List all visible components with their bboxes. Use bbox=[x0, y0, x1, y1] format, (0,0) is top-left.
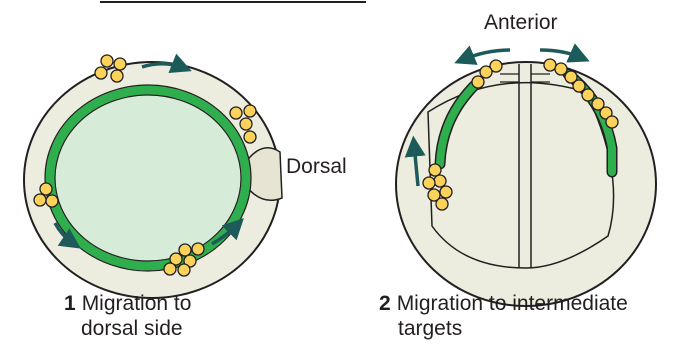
yellow-circle-cell-icon bbox=[582, 89, 594, 101]
panel-1-step-number: 1 bbox=[64, 292, 76, 315]
yellow-circle-cell-icon bbox=[423, 177, 435, 189]
yellow-circle-cell-icon bbox=[101, 55, 113, 67]
yellow-circle-cell-icon bbox=[244, 105, 256, 117]
panel-1-caption-text1: Migration to bbox=[82, 292, 192, 315]
panel-2-caption-line1: 2 Migration to intermediate bbox=[379, 291, 628, 316]
yellow-circle-cell-icon bbox=[436, 198, 448, 210]
yellow-circle-cell-icon bbox=[178, 264, 190, 276]
yellow-circle-cell-icon bbox=[95, 67, 107, 79]
yellow-circle-cell-icon bbox=[606, 116, 618, 128]
migration-arrow-icon bbox=[462, 50, 510, 60]
panel-1-caption-text2: dorsal side bbox=[64, 316, 191, 341]
label-anterior: Anterior bbox=[484, 10, 558, 35]
panel-1-caption-line1: 1 Migration to bbox=[64, 291, 191, 316]
yellow-circle-cell-icon bbox=[46, 195, 58, 207]
yellow-circle-cell-icon bbox=[544, 59, 556, 71]
panel-1-caption: 1 Migration to dorsal side bbox=[64, 291, 191, 341]
migration-arrow-icon bbox=[540, 50, 582, 58]
yellow-circle-cell-icon bbox=[40, 183, 52, 195]
panel-2-step-number: 2 bbox=[379, 292, 391, 315]
yellow-circle-cell-icon bbox=[573, 80, 585, 92]
yellow-circle-cell-icon bbox=[164, 263, 176, 275]
yellow-circle-cell-icon bbox=[179, 244, 191, 256]
panel-1-embryo bbox=[24, 62, 282, 298]
yellow-circle-cell-icon bbox=[230, 107, 242, 119]
panel-2-caption-text1: Migration to intermediate bbox=[397, 292, 628, 315]
yellow-circle-cell-icon bbox=[192, 243, 204, 255]
panel-2-caption: 2 Migration to intermediate targets bbox=[379, 291, 628, 341]
yellow-circle-cell-icon bbox=[111, 70, 123, 82]
yellow-circle-cell-icon bbox=[480, 66, 492, 78]
yellow-circle-cell-icon bbox=[555, 63, 567, 75]
panel-2-caption-text2: targets bbox=[379, 316, 628, 341]
yellow-circle-cell-icon bbox=[472, 76, 484, 88]
yellow-circle-cell-icon bbox=[244, 131, 256, 143]
yellow-circle-cell-icon bbox=[114, 58, 126, 70]
yellow-circle-cell-icon bbox=[434, 175, 446, 187]
yellow-circle-cell-icon bbox=[429, 164, 441, 176]
yellow-circle-cell-icon bbox=[440, 186, 452, 198]
yellow-circle-cell-icon bbox=[240, 118, 252, 130]
yellow-circle-cell-icon bbox=[34, 194, 46, 206]
label-dorsal: Dorsal bbox=[286, 154, 347, 179]
